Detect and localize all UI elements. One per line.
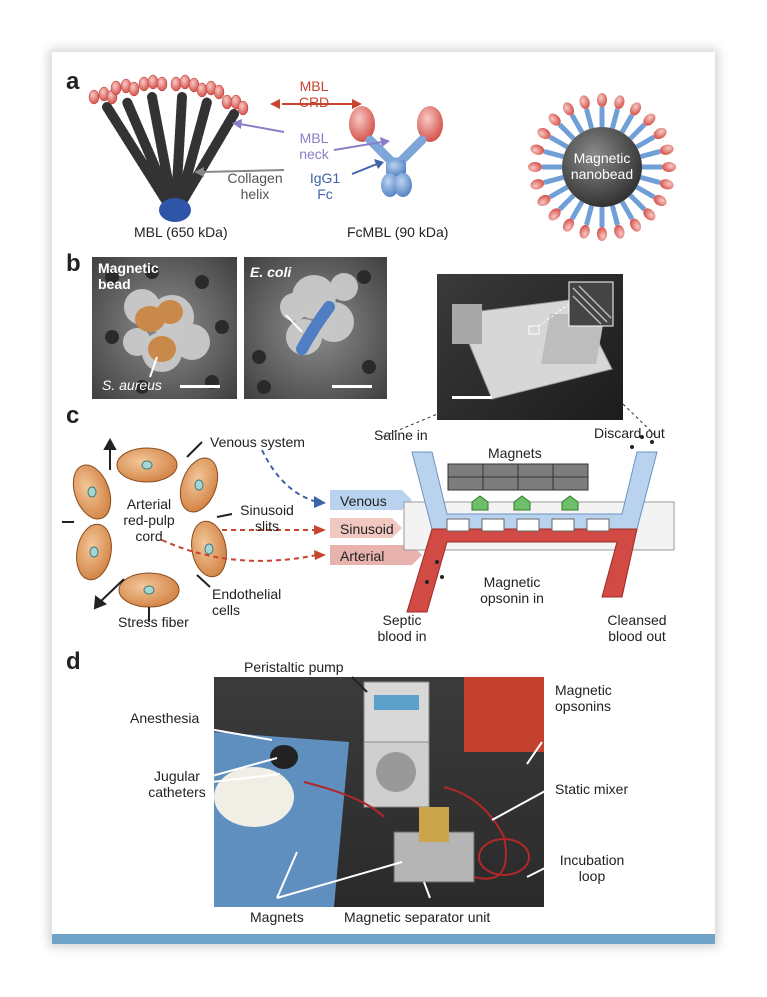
label-peristaltic-pump: Peristaltic pump [244, 659, 344, 675]
label-saline-in: Saline in [374, 427, 428, 443]
label-magnets-c: Magnets [488, 445, 542, 461]
caption-fcmbl: FcMBL (90 kDa) [347, 224, 449, 240]
arrow-label-venous: Venous [340, 493, 387, 509]
label-magnetic-separator-unit: Magnetic separator unit [344, 909, 491, 925]
label-anesthesia: Anesthesia [130, 710, 200, 726]
panel-letter-c: c [66, 402, 80, 429]
sem-image-s-aureus [92, 257, 237, 399]
sem-image-e-coli [244, 257, 387, 399]
label-e-coli: E. coli [250, 264, 292, 280]
label-s-aureus: S. aureus [102, 377, 162, 393]
panel-letter-a: a [66, 68, 80, 95]
arrow-label-arterial: Arterial [340, 548, 385, 564]
label-discard-out: Discard out [594, 425, 665, 441]
mbl-molecule [102, 92, 239, 207]
fcmbl-molecule [349, 106, 443, 197]
arrow-label-sinusoid: Sinusoid [340, 521, 394, 537]
panel-d-callouts [179, 676, 548, 899]
figure-page: a b c d [52, 52, 715, 944]
panel-c-illustration [62, 403, 675, 622]
panel-letter-d: d [66, 648, 81, 675]
panel-letter-b: b [66, 250, 81, 277]
device-photo [437, 274, 623, 420]
label-static-mixer: Static mixer [555, 781, 629, 797]
label-magnets-d: Magnets [250, 909, 304, 925]
caption-mbl: MBL (650 kDa) [134, 224, 228, 240]
label-venous-system: Venous system [210, 434, 305, 450]
label-stress-fiber: Stress fiber [118, 614, 189, 630]
panel-a-illustration [88, 74, 676, 241]
accent-bar [52, 934, 715, 944]
magnetic-nanobead [528, 93, 676, 241]
